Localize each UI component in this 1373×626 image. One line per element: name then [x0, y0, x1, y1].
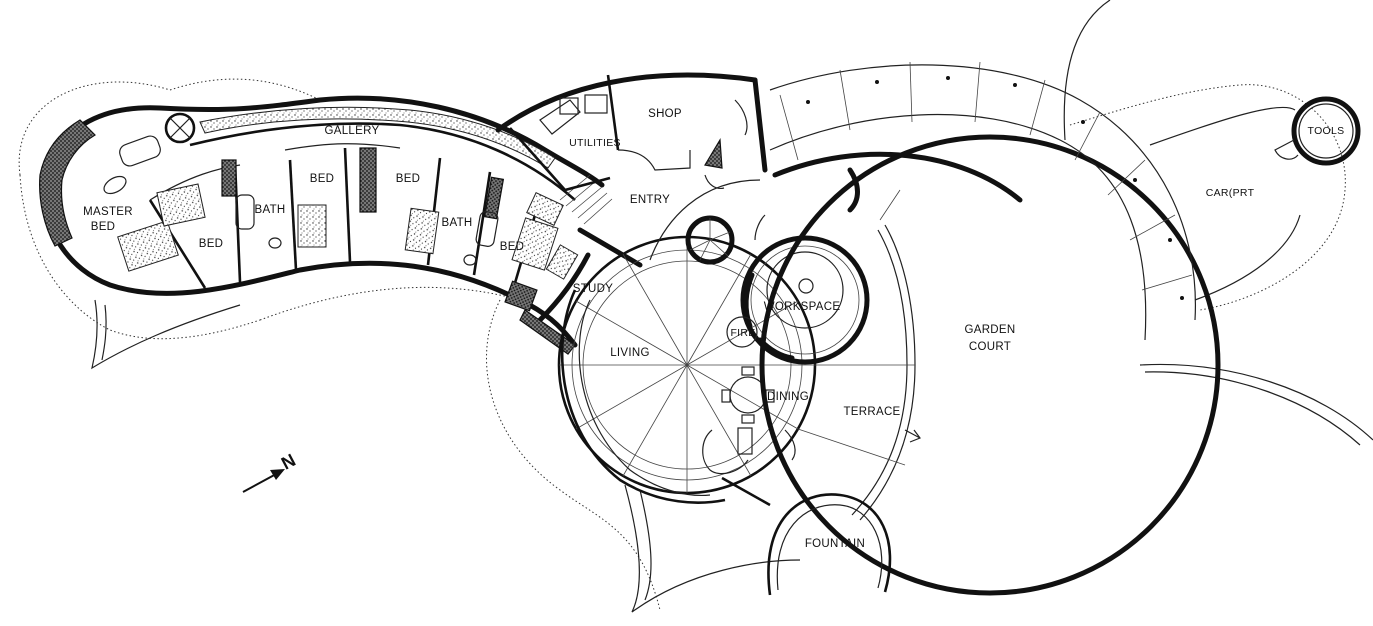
label-living: LIVING: [610, 347, 650, 359]
north-arrow: [242, 469, 285, 493]
dining: [702, 366, 796, 507]
bedroom-wing: [39, 95, 613, 348]
label-terrace: TERRACE: [843, 406, 900, 418]
label-shop: SHOP: [648, 108, 682, 120]
label-entry: ENTRY: [630, 194, 670, 206]
label-bed-4: BED: [500, 241, 525, 253]
landscape-lines: [91, 0, 1373, 613]
service-block: [495, 72, 768, 192]
label-tools: TOOLS: [1308, 125, 1345, 137]
label-master-bed-line2: BED: [91, 221, 116, 233]
tools-shed: [1274, 96, 1361, 166]
room-labels: MASTER BED GALLERY BED BATH BED BED BATH…: [83, 108, 1344, 550]
fountain: [767, 493, 892, 596]
label-bed-3: BED: [396, 173, 421, 185]
label-bath-2: BATH: [441, 217, 472, 229]
site-outline: [18, 78, 1346, 611]
garden-court: [759, 61, 1221, 596]
label-bed-1: BED: [199, 238, 224, 250]
label-utilities: UTILITIES: [569, 137, 621, 149]
label-bath-1: BATH: [254, 204, 285, 216]
label-garden-court-line1: GARDEN: [964, 324, 1015, 336]
label-fountain: FOUNTAIN: [805, 538, 865, 550]
label-dining: DINING: [767, 391, 809, 403]
living-room: [557, 215, 817, 504]
label-bed-2: BED: [310, 173, 335, 185]
label-study: STUDY: [573, 283, 614, 295]
label-fire: FIRE: [730, 327, 755, 339]
label-workspace: WORKSPACE: [764, 301, 841, 313]
label-master-bed-line1: MASTER: [83, 206, 133, 218]
workspace: [726, 235, 870, 365]
terrace: [649, 151, 1023, 521]
label-gallery: GALLERY: [325, 125, 380, 137]
label-carport: CAR(PRT: [1206, 187, 1255, 199]
label-garden-court-line2: COURT: [969, 341, 1011, 353]
